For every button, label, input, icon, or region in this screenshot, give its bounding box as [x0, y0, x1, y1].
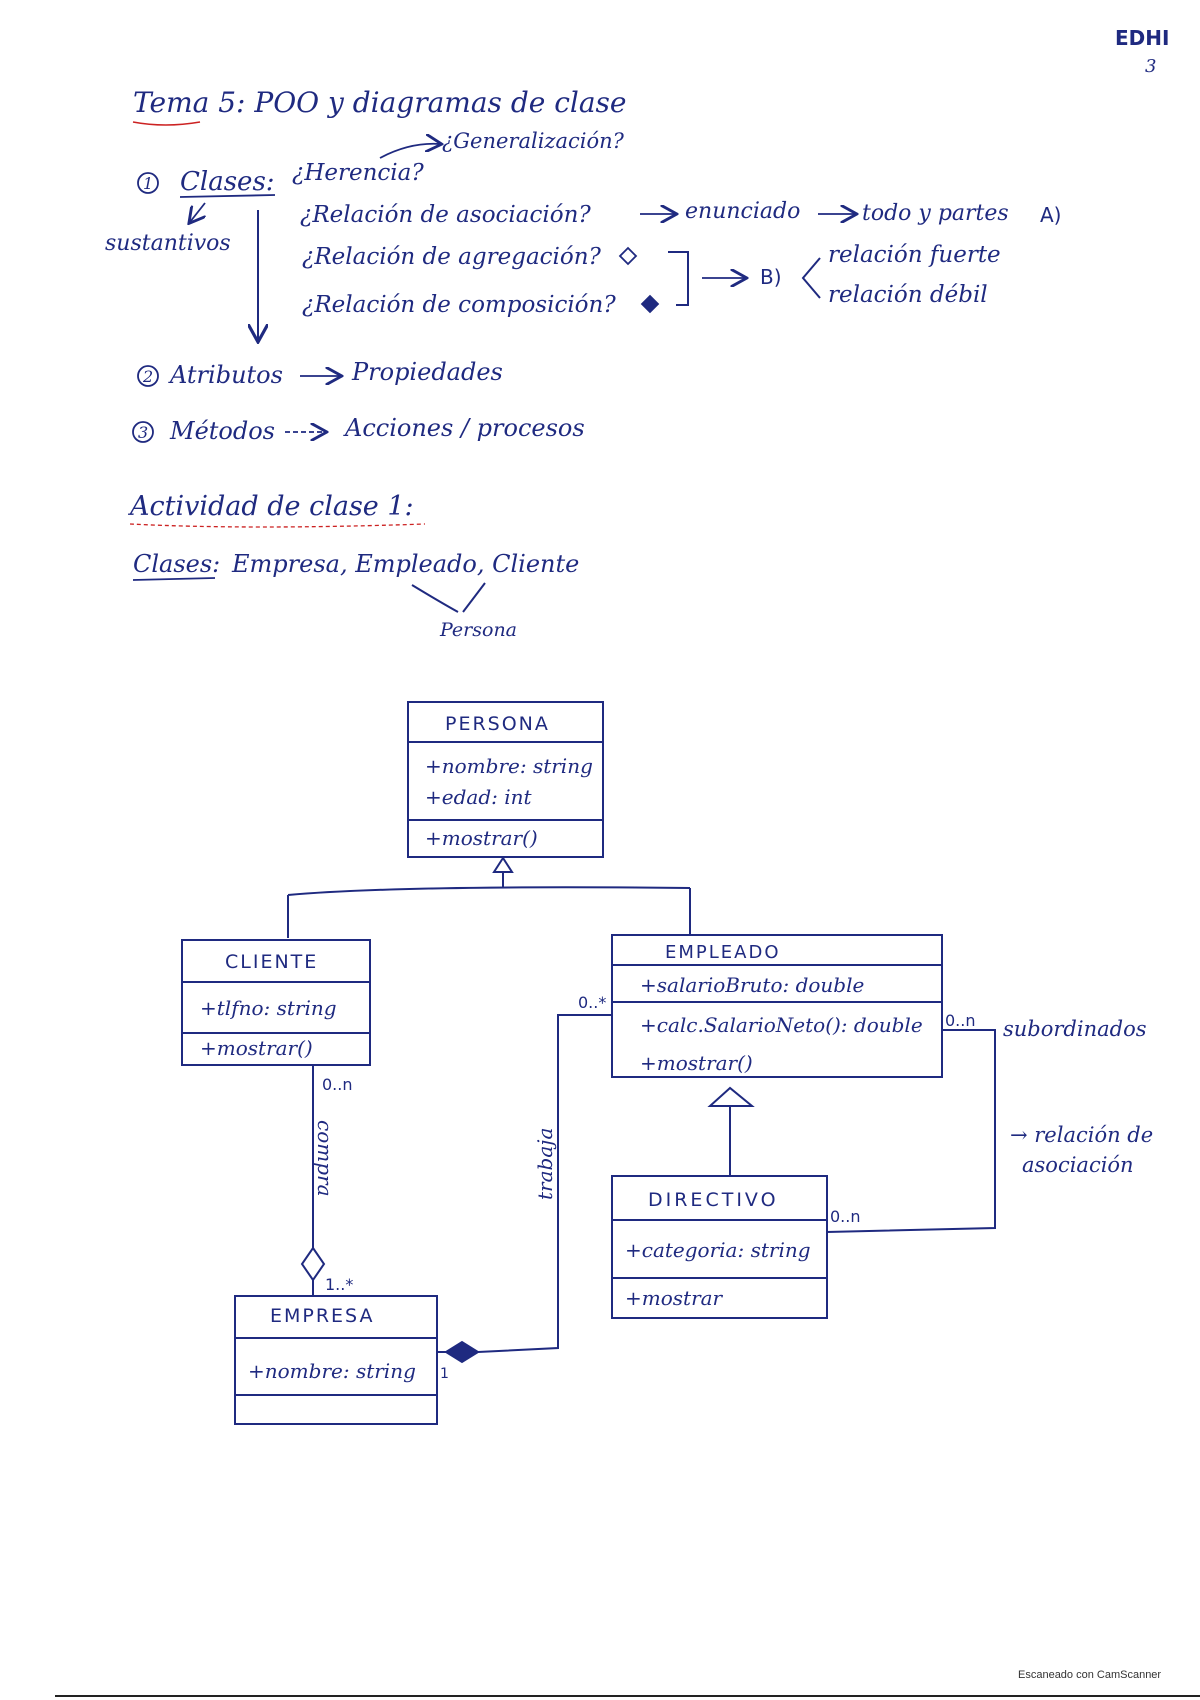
note-acciones: Acciones / procesos — [343, 414, 585, 442]
cliente-method-1: +mostrar() — [200, 1036, 313, 1060]
label-b: B) — [760, 265, 782, 289]
num3: 3 — [138, 423, 148, 442]
uml-class-directivo: DIRECTIVO +categoria: string +mostrar — [611, 1175, 828, 1319]
persona-method-1: +mostrar() — [425, 826, 538, 850]
num1: 1 — [143, 174, 153, 193]
activity-clases-underline — [132, 577, 216, 581]
mult-sub: 0..n — [945, 1011, 976, 1030]
note-agregacion: ¿Relación de agregación? — [302, 244, 602, 270]
note-sustantivos: sustantivos — [105, 231, 231, 256]
inheritance-triangle-empleado — [707, 1086, 755, 1107]
num3-circle — [132, 421, 154, 443]
bracket — [668, 251, 689, 306]
note-metodos: Métodos — [169, 417, 275, 445]
activity-underline — [129, 523, 426, 528]
mult-empresa-cliente: 1..* — [325, 1275, 353, 1294]
label-rel-asoc-2: asociación — [1022, 1153, 1134, 1177]
uml-class-cliente: CLIENTE +tlfno: string +mostrar() — [181, 939, 371, 1066]
empleado-method-1: +calc.SalarioNeto(): double — [640, 1013, 923, 1037]
footer-watermark: Escaneado con CamScanner — [1018, 1669, 1161, 1681]
empresa-name: EMPRESA — [270, 1305, 374, 1327]
persona-name: PERSONA — [445, 713, 550, 735]
empleado-attr-1: +salarioBruto: double — [640, 973, 864, 997]
composition-diamond-empresa — [444, 1340, 480, 1364]
aggregation-diamond-empresa — [300, 1246, 326, 1282]
persona-attr-1: +nombre: string — [425, 754, 593, 778]
clases-underline — [179, 194, 276, 198]
activity-clases-list: Empresa, Empleado, Cliente — [231, 550, 579, 578]
brace-open — [801, 257, 821, 299]
aggregation-diamond-icon — [618, 246, 638, 266]
assoc-line-subordinados — [826, 1029, 996, 1233]
mult-cliente: 0..n — [322, 1075, 353, 1094]
note-todo-partes: todo y partes — [862, 201, 1009, 226]
note-atributos: Atributos — [168, 361, 283, 389]
corner-code: EDHI — [1115, 26, 1169, 50]
note-clases: Clases: — [180, 167, 275, 197]
note-rel-debil: relación débil — [828, 282, 988, 308]
persona-pointer-right — [462, 582, 486, 613]
uml-class-persona: PERSONA +nombre: string +edad: int +most… — [407, 701, 604, 858]
label-compra: compra — [313, 1120, 337, 1197]
mult-empleado: 0..* — [578, 993, 606, 1012]
assoc-line-trabaja — [477, 1014, 612, 1353]
note-composicion: ¿Relación de composición? — [302, 292, 616, 318]
uml-class-empleado: EMPLEADO +salarioBruto: double +calc.Sal… — [611, 934, 943, 1078]
page-title: Tema 5: POO y diagramas de clase — [133, 86, 627, 119]
label-rel-asoc-1: → relación de — [1010, 1123, 1153, 1147]
cliente-name: CLIENTE — [225, 951, 318, 973]
note-enunciado: enunciado — [685, 199, 800, 224]
cliente-attr-1: +tlfno: string — [200, 996, 337, 1020]
uml-class-empresa: EMPRESA +nombre: string — [234, 1295, 438, 1425]
num2: 2 — [142, 367, 153, 386]
note-asociacion: ¿Relación de asociación? — [300, 202, 591, 228]
inheritance-triangle-persona — [492, 856, 514, 873]
directivo-attr-1: +categoria: string — [625, 1238, 811, 1262]
note-propiedades: Propiedades — [351, 358, 503, 386]
composition-diamond-icon — [640, 294, 660, 314]
num1-circle — [137, 172, 159, 194]
arrow-sustantivos — [190, 202, 205, 222]
persona-attr-2: +edad: int — [425, 785, 532, 809]
inheritance-line-persona — [287, 872, 691, 938]
persona-pointer-left — [411, 584, 459, 613]
title-underline — [132, 121, 201, 126]
empresa-attr-1: +nombre: string — [248, 1359, 416, 1383]
activity-title: Actividad de clase 1: — [127, 491, 414, 522]
note-generalizacion: ¿Generalización? — [442, 129, 625, 153]
activity-clases-label: Clases: — [133, 550, 220, 578]
corner-page-number: 3 — [1145, 56, 1156, 77]
empleado-name: EMPLEADO — [665, 942, 781, 963]
label-subordinados: subordinados — [1003, 1017, 1147, 1041]
mult-empresa-empleado: 1 — [440, 1366, 449, 1382]
directivo-name: DIRECTIVO — [648, 1189, 779, 1211]
note-rel-fuerte: relación fuerte — [828, 242, 1001, 268]
arrow-generalizacion — [379, 144, 440, 159]
activity-persona: Persona — [439, 619, 517, 641]
num2-circle — [137, 365, 159, 387]
empleado-method-2: +mostrar() — [640, 1051, 753, 1075]
note-herencia: ¿Herencia? — [292, 160, 424, 186]
directivo-method-1: +mostrar — [625, 1286, 724, 1310]
mult-dir: 0..n — [830, 1207, 861, 1226]
label-trabaja: trabaja — [533, 1128, 557, 1200]
label-a: A) — [1040, 203, 1061, 227]
